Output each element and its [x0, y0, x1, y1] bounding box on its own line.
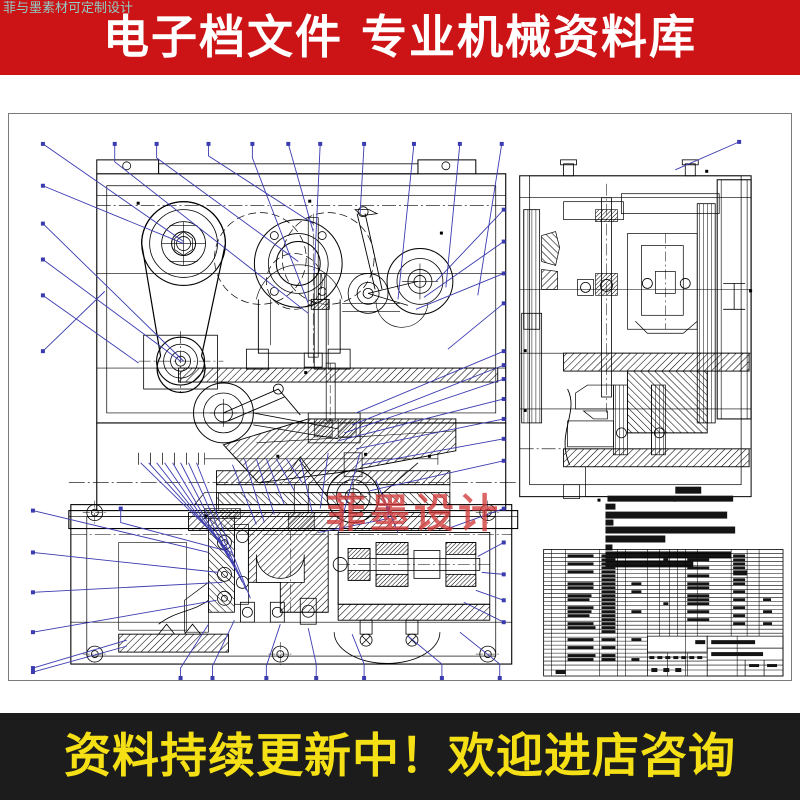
top-promo-banner: 菲与墨素材可定制设计 电子档文件 专业机械资料库 [0, 0, 800, 75]
plan-section-view [70, 452, 513, 667]
side-elevation-section-view [519, 159, 752, 499]
cad-drawing-canvas [30, 139, 784, 680]
leader-endpoint-markers [30, 139, 742, 680]
plan-view-dimension-ticks [138, 452, 199, 465]
technical-notes-block [605, 486, 736, 568]
cad-drawing-sheet: 菲墨设计 [8, 113, 792, 681]
top-banner-title: 电子档文件 专业机械资料库 [102, 10, 697, 64]
bottom-banner-title: 资料持续更新中！欢迎进店咨询 [64, 729, 736, 784]
bottom-promo-banner: 资料持续更新中！欢迎进店咨询 [0, 713, 800, 800]
leader-lines-layer [32, 141, 740, 679]
bill-of-materials-title-block [543, 549, 784, 677]
corner-watermark-text: 菲与墨素材可定制设计 [3, 1, 134, 16]
